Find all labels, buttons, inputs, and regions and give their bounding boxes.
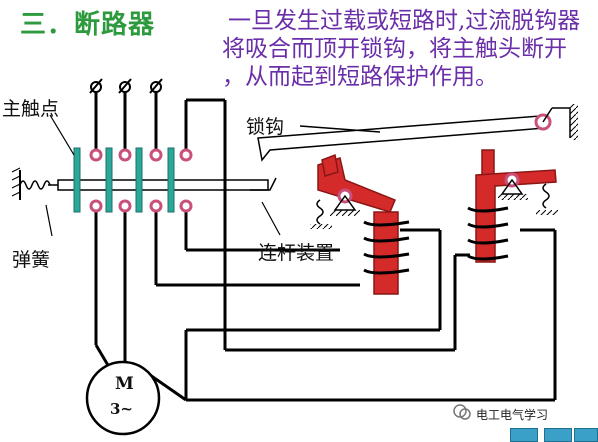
motor [85,360,161,436]
linkage-label: 连杆装置 [258,242,335,264]
motor-label-m: M [115,374,134,394]
spring-label: 弹簧 [12,249,51,271]
nav-next-button[interactable] [574,428,598,442]
description-line-1: 一旦发生过载或短路时,过流脱钩器 [228,8,581,34]
overcurrent-release-left [310,153,410,295]
phase-lines [94,92,557,402]
leader-lines [45,114,281,237]
latch-lever [257,104,578,162]
main-contact-bars [73,147,175,213]
main-contact-label: 主触点 [2,98,60,120]
nav-first-button[interactable] [510,428,538,442]
motor-label-phase: 3~ [110,400,134,418]
description-line-3: ，从而起到短路保护作用。 [222,64,498,90]
nav-prev-button[interactable] [544,428,572,442]
watermark-text: 电工电气学习 [476,408,549,422]
left-spring [11,167,58,200]
overcurrent-release-right [467,149,558,263]
slide-title: 三．断路器 [20,10,156,40]
top-terminals [89,78,163,94]
wechat-icon [453,404,471,420]
contact-pivots [89,148,193,213]
actuating-bar [57,177,277,191]
latch-label: 锁钩 [246,116,285,138]
description-line-2: 将吸合而顶开锁钩，将主触头断开 [222,36,567,62]
